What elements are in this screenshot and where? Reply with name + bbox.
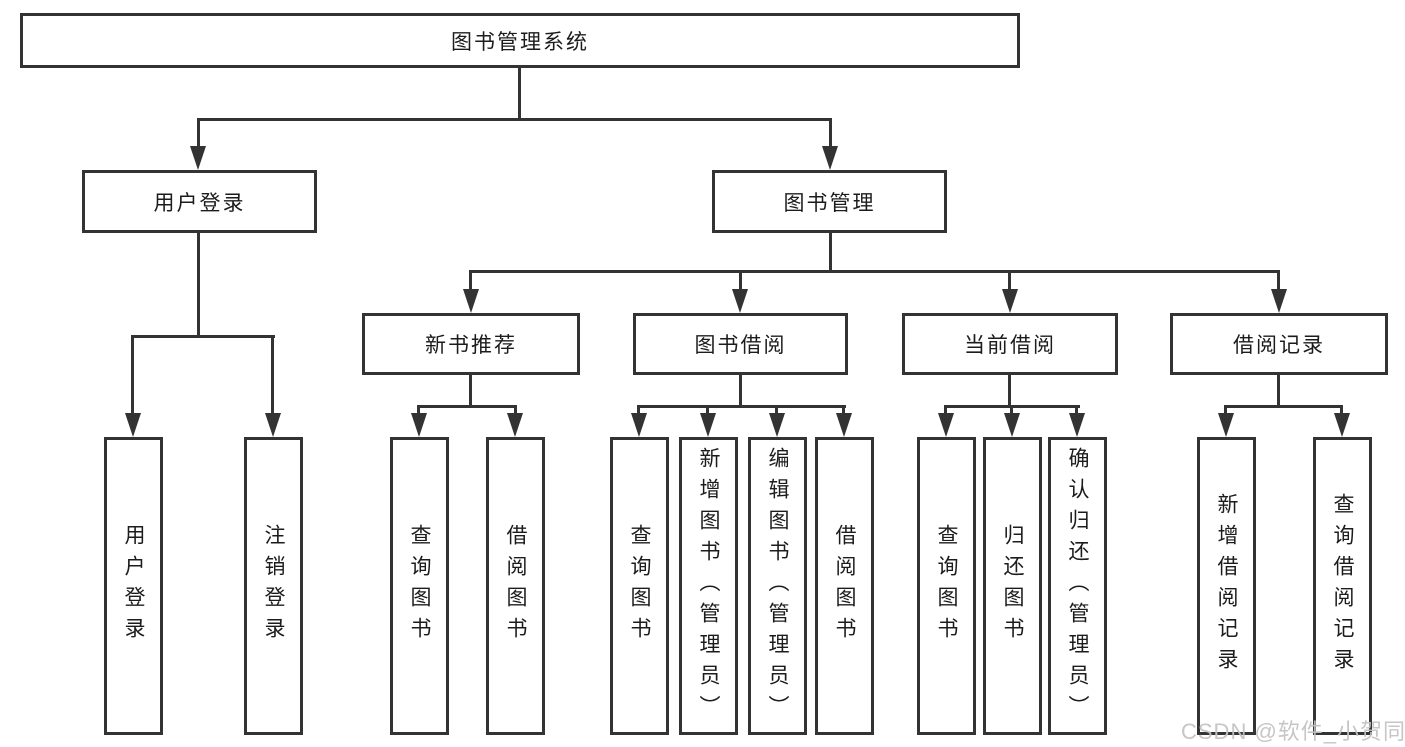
node-borrowing-records: 借阅记录 xyxy=(1170,313,1388,375)
connector-line xyxy=(469,375,472,408)
node-new-book-recommend-label: 新书推荐 xyxy=(425,334,517,357)
connector-line xyxy=(1008,375,1011,408)
node-book-borrowing: 图书借阅 xyxy=(633,313,848,375)
leaf-add-borrow-record: 新增借阅记录 xyxy=(1197,437,1256,735)
arrow-down-icon xyxy=(1002,289,1018,313)
leaf-borrow-book-label: 借阅图书 xyxy=(833,524,856,648)
arrow-down-icon xyxy=(732,289,748,313)
node-borrowing-records-label: 借阅记录 xyxy=(1233,334,1325,357)
leaf-user-login: 用户登录 xyxy=(104,437,163,735)
arrow-down-icon xyxy=(938,413,954,437)
node-current-borrowing-label: 当前借阅 xyxy=(964,334,1056,357)
node-root-label: 图书管理系统 xyxy=(451,30,589,54)
arrow-down-icon xyxy=(1004,413,1020,437)
connector-line xyxy=(706,408,709,416)
leaf-add-book-admin: 新增图书（管理员） xyxy=(679,437,738,735)
connector-line xyxy=(197,121,200,150)
leaf-logout-label: 注销登录 xyxy=(262,524,285,648)
leaf-edit-book-admin-label: 编辑图书（管理员） xyxy=(766,446,789,726)
arrow-down-icon xyxy=(822,146,838,170)
leaf-query-book-recommend-label: 查询图书 xyxy=(408,524,431,648)
watermark: CSDN @软件_小贺同学 xyxy=(1181,719,1405,744)
connector-line xyxy=(1010,408,1013,416)
leaf-query-book-borrowing-label: 查询图书 xyxy=(628,524,651,648)
arrow-down-icon xyxy=(463,289,479,313)
connector-line xyxy=(469,270,1280,273)
arrow-down-icon xyxy=(769,413,785,437)
arrow-down-icon xyxy=(1069,413,1085,437)
arrow-down-icon xyxy=(411,413,427,437)
leaf-add-borrow-record-label: 新增借阅记录 xyxy=(1215,493,1238,679)
connector-line xyxy=(1224,405,1343,408)
leaf-query-book-recommend: 查询图书 xyxy=(390,437,449,735)
connector-line xyxy=(739,375,742,408)
leaf-query-book-borrowing: 查询图书 xyxy=(610,437,669,735)
node-current-borrowing: 当前借阅 xyxy=(902,313,1118,375)
leaf-logout: 注销登录 xyxy=(244,437,303,735)
arrow-down-icon xyxy=(1334,413,1350,437)
connector-line xyxy=(829,121,832,150)
node-user-login: 用户登录 xyxy=(82,170,317,233)
leaf-borrow-book-recommend: 借阅图书 xyxy=(486,437,545,735)
connector-line xyxy=(1277,375,1280,408)
arrow-down-icon xyxy=(1271,289,1287,313)
connector-line xyxy=(417,408,420,416)
connector-line xyxy=(842,408,845,416)
arrow-down-icon xyxy=(700,413,716,437)
connector-line xyxy=(775,408,778,416)
node-root-system: 图书管理系统 xyxy=(20,13,1020,68)
connector-line xyxy=(739,273,742,291)
connector-line xyxy=(514,408,517,416)
connector-line xyxy=(637,405,846,408)
node-book-management: 图书管理 xyxy=(712,170,947,233)
connector-line xyxy=(518,68,521,118)
connector-line xyxy=(197,233,200,338)
connector-line xyxy=(1075,408,1078,416)
node-new-book-recommend: 新书推荐 xyxy=(362,313,580,375)
leaf-query-borrow-record-label: 查询借阅记录 xyxy=(1331,493,1354,679)
connector-line xyxy=(1340,408,1343,416)
connector-line xyxy=(469,273,472,291)
leaf-borrow-book-recommend-label: 借阅图书 xyxy=(504,524,527,648)
connector-line xyxy=(1277,273,1280,291)
leaf-user-login-label: 用户登录 xyxy=(122,524,145,648)
connector-line xyxy=(271,338,274,415)
arrow-down-icon xyxy=(631,413,647,437)
leaf-query-book-current: 查询图书 xyxy=(917,437,976,735)
connector-line xyxy=(944,405,1080,408)
connector-line xyxy=(1008,273,1011,291)
connector-line xyxy=(197,118,832,121)
connector-line xyxy=(829,233,832,273)
connector-line xyxy=(131,335,275,338)
node-book-borrowing-label: 图书借阅 xyxy=(694,334,787,357)
leaf-add-book-admin-label: 新增图书（管理员） xyxy=(697,446,720,726)
connector-line xyxy=(1224,408,1227,416)
node-user-login-label: 用户登录 xyxy=(153,191,246,215)
connector-line xyxy=(637,408,640,416)
leaf-query-book-current-label: 查询图书 xyxy=(935,524,958,648)
node-book-management-label: 图书管理 xyxy=(783,191,876,215)
connector-line xyxy=(944,408,947,416)
leaf-edit-book-admin: 编辑图书（管理员） xyxy=(748,437,807,735)
leaf-return-book-label: 归还图书 xyxy=(1001,524,1024,648)
arrow-down-icon xyxy=(1218,413,1234,437)
arrow-down-icon xyxy=(836,413,852,437)
arrow-down-icon xyxy=(125,413,141,437)
connector-line xyxy=(417,405,517,408)
connector-line xyxy=(131,338,134,415)
leaf-confirm-return-admin-label: 确认归还（管理员） xyxy=(1066,446,1089,726)
leaf-query-borrow-record: 查询借阅记录 xyxy=(1313,437,1372,735)
leaf-borrow-book: 借阅图书 xyxy=(815,437,874,735)
arrow-down-icon xyxy=(265,413,281,437)
arrow-down-icon xyxy=(190,146,206,170)
arrow-down-icon xyxy=(507,413,523,437)
leaf-confirm-return-admin: 确认归还（管理员） xyxy=(1048,437,1107,735)
leaf-return-book: 归还图书 xyxy=(983,437,1042,735)
